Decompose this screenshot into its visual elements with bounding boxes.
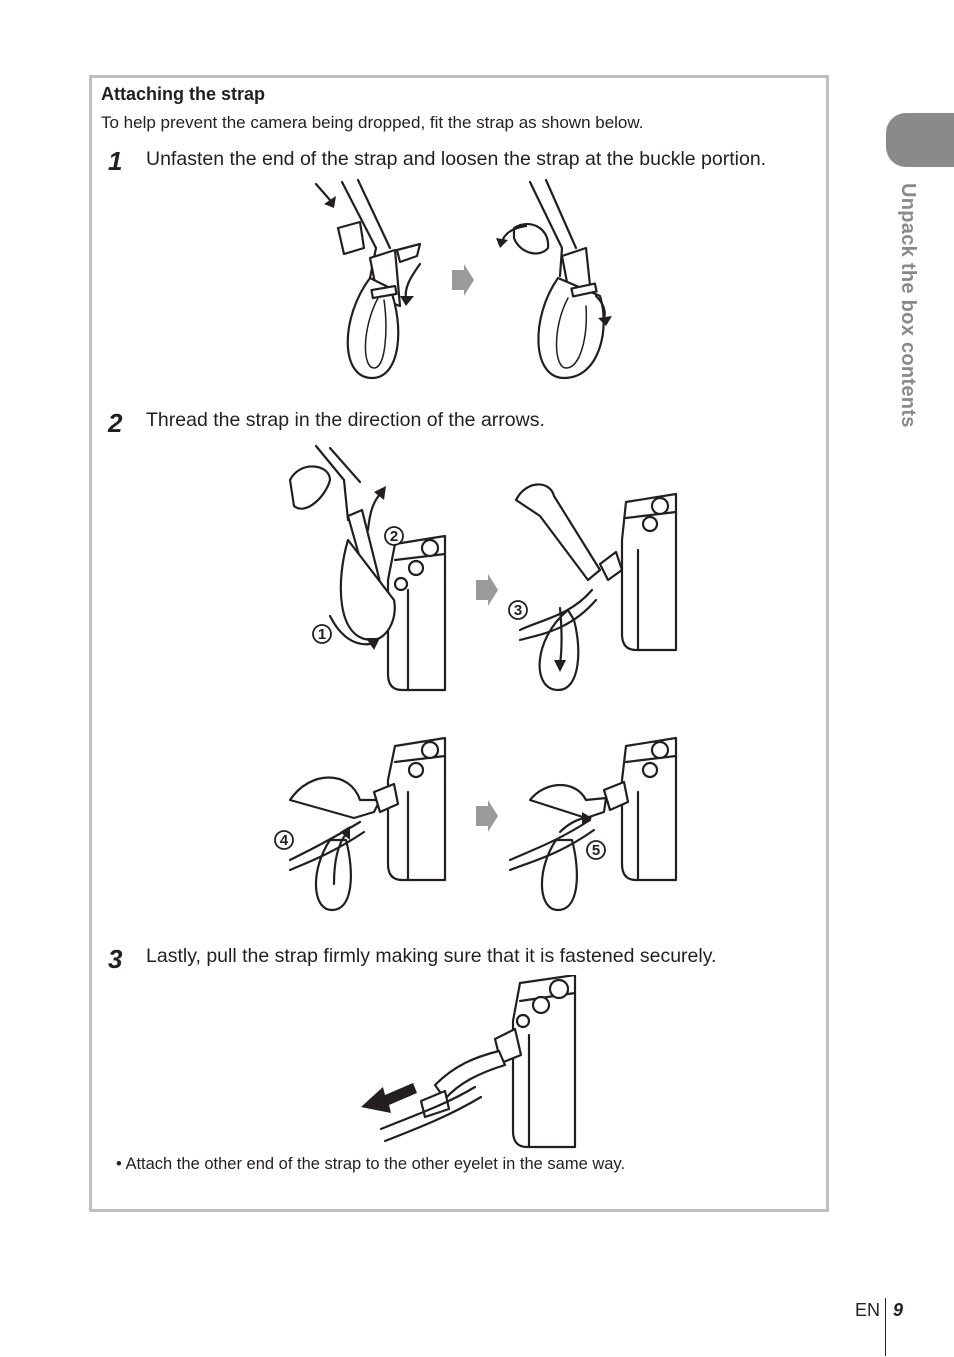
callout-5: 5: [592, 842, 600, 859]
step-3-text: Lastly, pull the strap firmly making sur…: [146, 945, 716, 968]
strap-pull-drawing: [361, 975, 575, 1147]
step-3-number: 3: [108, 944, 122, 975]
chapter-tab: [886, 113, 954, 167]
pull-arrow: [361, 1083, 417, 1113]
next-step-arrow: [476, 574, 498, 606]
strap-thread-drawing-d: 5: [510, 738, 676, 910]
section-title: Attaching the strap: [101, 84, 265, 105]
page-number: 9: [893, 1300, 903, 1321]
step-2-text: Thread the strap in the direction of the…: [146, 409, 545, 432]
footer-divider: [885, 1298, 886, 1356]
callout-2: 2: [390, 528, 398, 545]
note-text: • Attach the other end of the strap to t…: [116, 1155, 625, 1174]
step-1-number: 1: [108, 146, 122, 177]
callout-3: 3: [514, 602, 522, 619]
strap-loosen-drawing: [316, 180, 420, 378]
chapter-label: Unpack the box contents: [896, 183, 919, 428]
strap-thread-drawing-b: 3: [509, 484, 676, 690]
step-2-number: 2: [108, 408, 122, 439]
callout-4: 4: [280, 832, 289, 849]
strap-loosened-drawing: [496, 180, 612, 378]
section-intro: To help prevent the camera being dropped…: [101, 113, 643, 133]
strap-thread-drawing-a: 1 2: [290, 446, 445, 690]
step-1-illustration: [300, 178, 630, 388]
next-step-arrow: [476, 800, 498, 832]
callout-1: 1: [318, 626, 326, 643]
step-2-illustration: 1 2 3: [270, 440, 680, 920]
step-3-illustration: [355, 975, 580, 1150]
next-step-arrow: [452, 264, 474, 296]
step-1-text: Unfasten the end of the strap and loosen…: [146, 148, 766, 171]
strap-thread-drawing-c: 4: [275, 738, 445, 910]
page-language: EN: [855, 1300, 880, 1321]
